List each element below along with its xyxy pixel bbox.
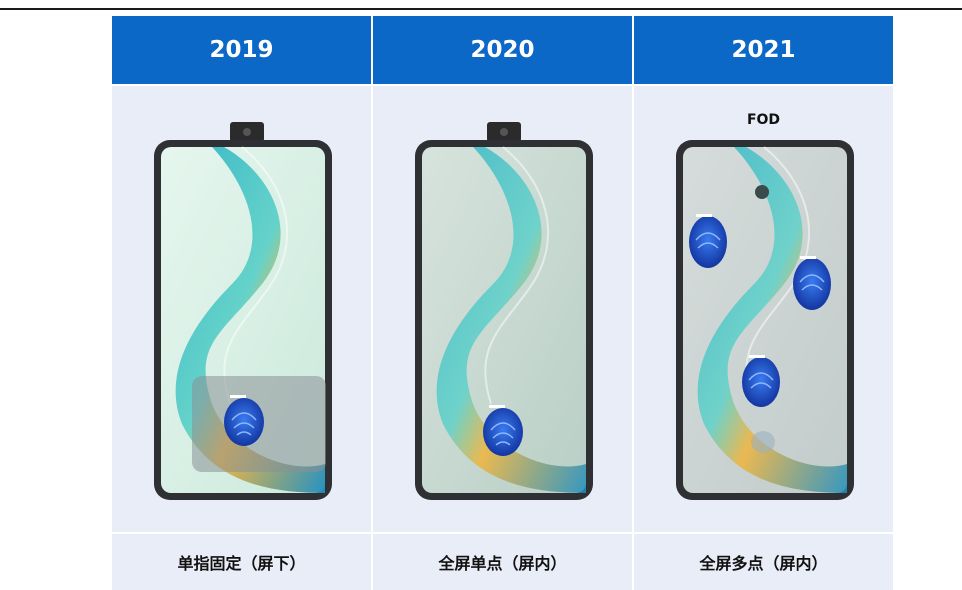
phone-illustration-panel xyxy=(373,86,632,532)
fingerprint-icon xyxy=(224,395,264,446)
phone-illustration xyxy=(152,114,337,504)
fingerprint-icon xyxy=(742,355,780,407)
column-caption: 全屏单点（屏内） xyxy=(373,534,632,590)
pop-up-camera-icon xyxy=(487,122,521,142)
phone-illustration-panel xyxy=(112,86,371,532)
column-caption: 单指固定（屏下） xyxy=(112,534,371,590)
fingerprint-icon xyxy=(751,431,775,453)
phone-illustration-panel: FOD xyxy=(634,86,893,532)
column-caption: 全屏多点（屏内） xyxy=(634,534,893,590)
column-2019: 2019 xyxy=(112,16,371,590)
column-2021: 2021 FOD xyxy=(634,16,893,590)
year-header: 2020 xyxy=(373,16,632,84)
comparison-table: 2019 xyxy=(112,16,893,590)
year-header: 2019 xyxy=(112,16,371,84)
fod-label: FOD xyxy=(746,112,781,128)
phone-illustration xyxy=(674,114,859,504)
pop-up-camera-icon xyxy=(230,122,264,142)
year-header: 2021 xyxy=(634,16,893,84)
phone-illustration xyxy=(413,114,598,504)
fingerprint-icon xyxy=(689,214,727,268)
front-camera-hole-icon xyxy=(755,185,769,199)
column-2020: 2020 xyxy=(373,16,632,590)
fingerprint-icon xyxy=(483,405,523,456)
fingerprint-icon xyxy=(793,256,831,310)
top-divider-line xyxy=(0,8,962,10)
